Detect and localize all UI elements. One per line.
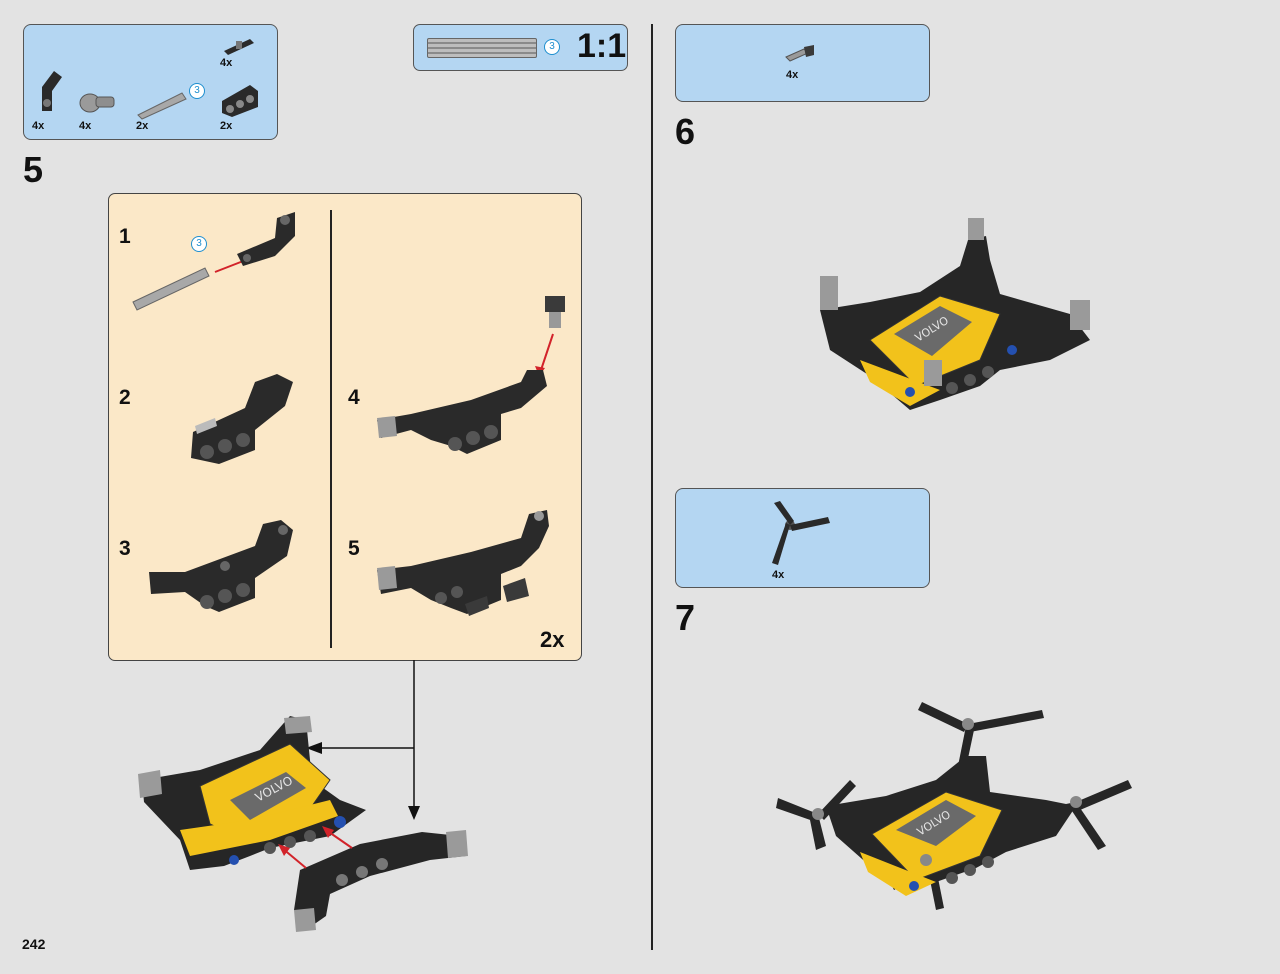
step-multiplier: 2x [540, 627, 565, 652]
step5-assembly-illustration: VOLVO [138, 660, 468, 932]
ruler-scale-label: 1:1 [577, 27, 627, 65]
substep5-illustration [377, 510, 549, 616]
substep-number: 2 [119, 386, 131, 409]
substep2-illustration [191, 374, 293, 464]
part-qty: 4x [772, 569, 785, 581]
part-qty: 4x [32, 120, 45, 132]
angle-connector-icon [42, 71, 62, 111]
parts-list-step6: 4x [675, 24, 930, 102]
page-number: 242 [22, 936, 46, 952]
axle-ruler-bar [427, 38, 537, 58]
part-qty: 4x [79, 120, 92, 132]
step-number: 6 [675, 111, 696, 152]
subassembly-callout: 1 2 3 4 5 3 2x [108, 193, 582, 661]
substep-number: 4 [348, 386, 360, 409]
part-qty: 4x [220, 57, 233, 69]
step7-assembly-illustration: VOLVO [776, 702, 1132, 910]
substep-axle-badge: 3 [191, 236, 207, 252]
ball-joint-icon [79, 93, 115, 113]
parts-list-step7: 4x [675, 488, 930, 588]
step-number: 7 [675, 597, 696, 638]
parts-list-step5: 4x 4x 3 2x 4x 2x [23, 24, 278, 140]
axle-length-badge: 3 [189, 83, 205, 99]
step-number: 5 [23, 149, 44, 190]
part-qty: 2x [136, 120, 149, 132]
substep-number: 5 [348, 537, 360, 560]
substep1-illustration [132, 212, 295, 311]
axle-3-icon [137, 92, 187, 120]
step6-assembly-illustration: VOLVO [820, 218, 1090, 410]
substep-number: 3 [119, 537, 131, 560]
callout-divider [330, 210, 332, 648]
substep4-illustration [377, 296, 565, 454]
axle-ruler: 3 1:1 [413, 24, 628, 71]
beam-3-icon [222, 85, 258, 117]
connector-peg-icon [785, 45, 814, 62]
part-qty: 2x [220, 120, 233, 132]
propeller-icon [772, 501, 830, 565]
pin-connector-icon [224, 39, 254, 55]
page-divider [651, 24, 653, 950]
ruler-length-badge: 3 [544, 39, 560, 55]
substep-number: 1 [119, 225, 131, 248]
substep3-illustration [149, 520, 293, 612]
part-qty: 4x [786, 69, 799, 81]
